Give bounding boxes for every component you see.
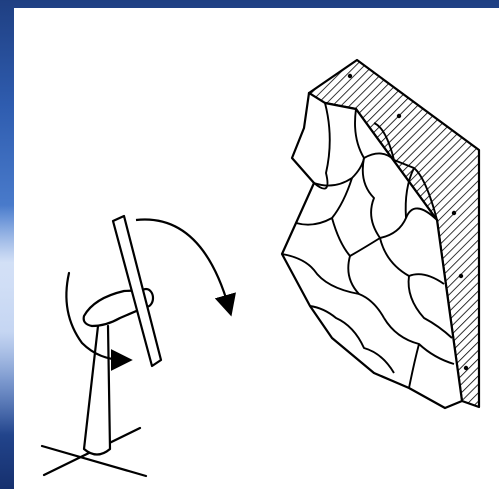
illustration-panel — [14, 8, 499, 489]
cracked-wall-panel — [282, 60, 479, 408]
wind-turbine — [42, 216, 161, 476]
diagram-svg — [14, 8, 499, 489]
turbine-tower — [84, 326, 110, 455]
